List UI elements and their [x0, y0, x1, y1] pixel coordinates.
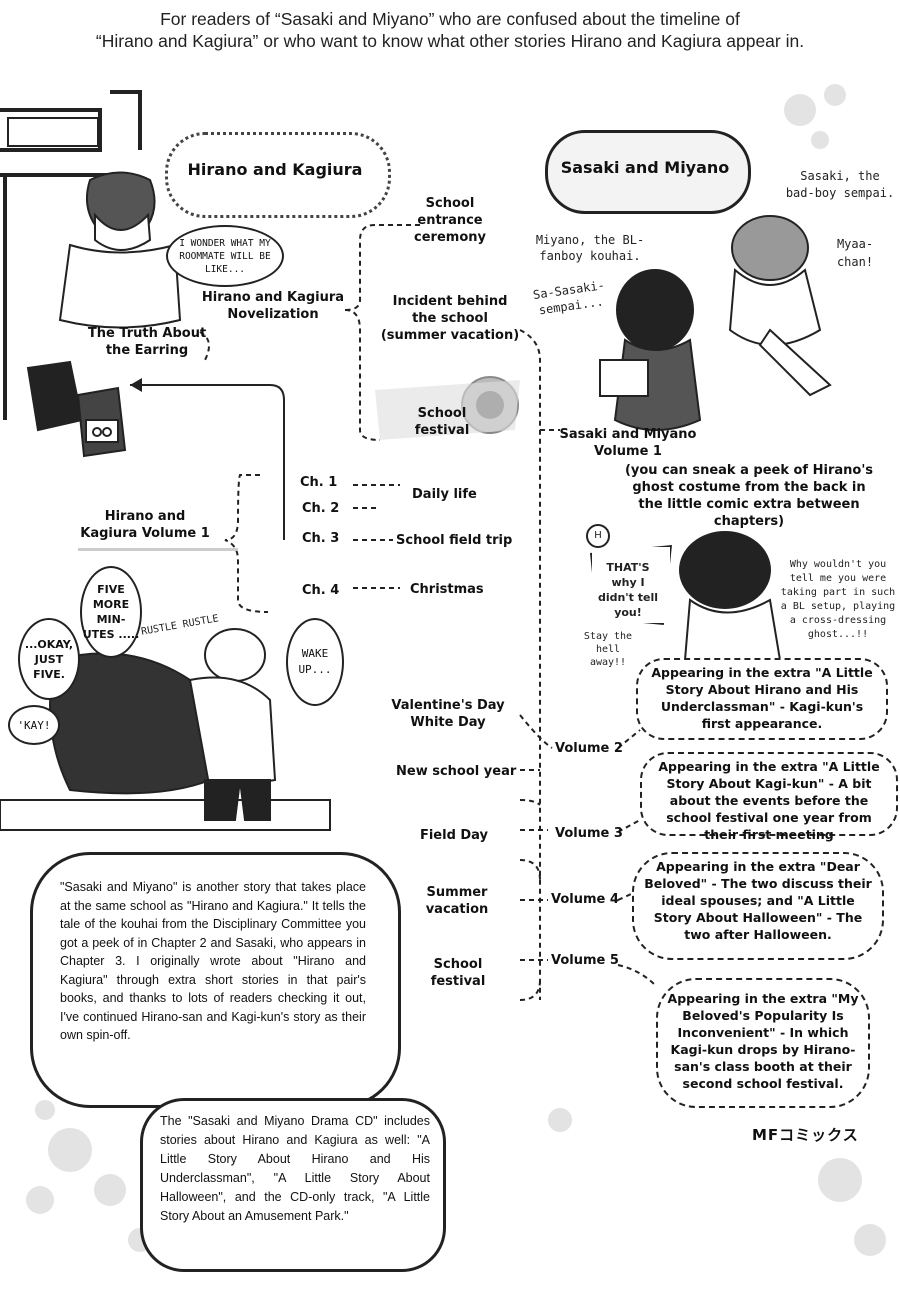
- five-more-minutes-text: FIVE MORE MIN-UTES .....: [82, 583, 140, 641]
- chapter-2-label: Ch. 2: [302, 501, 340, 516]
- gift-box-art: [26, 360, 127, 458]
- okay-just-five-bubble: ...OKAY, JUST FIVE.: [18, 618, 80, 700]
- roommate-thought-text: I WONDER WHAT MY ROOMMATE WILL BE LIKE..…: [179, 237, 271, 275]
- sasaki-figure-art: [728, 215, 832, 397]
- volume-3-extra-box: Appearing in the extra "A Little Story A…: [640, 752, 898, 842]
- volume-5-extra-text: Appearing in the extra "My Beloved's Pop…: [667, 991, 859, 1091]
- myaa-chan-sfx: Myaa-chan!: [836, 237, 874, 269]
- okay-just-five-text: ...OKAY, JUST FIVE.: [24, 637, 74, 681]
- header-line-1: For readers of “Sasaki and Miyano” who a…: [160, 9, 740, 29]
- drama-cd-paragraph: The "Sasaki and Miyano Drama CD" include…: [160, 1114, 430, 1223]
- page-header: For readers of “Sasaki and Miyano” who a…: [20, 8, 880, 52]
- h-badge-text: H: [594, 530, 602, 541]
- sm-volume1-label: Sasaki and Miyano Volume 1: [559, 427, 697, 459]
- event-field-day: Field Day: [419, 828, 489, 843]
- volume-3-label: Volume 3: [555, 826, 623, 841]
- earring-arrow-line: [130, 384, 285, 540]
- volume-5-extra-box: Appearing in the extra "My Beloved's Pop…: [656, 978, 870, 1108]
- event-summer-vacation: Summer vacation: [425, 885, 489, 917]
- volume-2-extra-text: Appearing in the extra "A Little Story A…: [651, 665, 873, 731]
- stay-away-text: Stay the hell away!!: [583, 631, 633, 668]
- event-christmas: Christmas: [410, 582, 484, 597]
- truth-earring-label: The Truth About the Earring: [87, 326, 207, 358]
- publisher-logo: MFコミックス: [752, 1126, 859, 1144]
- volume-2-label: Volume 2: [555, 741, 623, 756]
- drama-cd-frame: [140, 1098, 446, 1272]
- note-paragraph: "Sasaki and Miyano" is another story tha…: [60, 880, 366, 1042]
- volume1-underline: [78, 548, 238, 551]
- window-pane-art: [7, 117, 99, 147]
- event-daily-life: Daily life: [412, 487, 477, 502]
- miyano-angry-art: [679, 531, 782, 661]
- chapter-4-label: Ch. 4: [302, 583, 340, 598]
- kay-bubble: 'KAY!: [8, 705, 60, 745]
- hirano-volume1-label: Hirano and Kagiura Volume 1: [80, 509, 210, 541]
- event-school-festival-2: School festival: [430, 957, 486, 989]
- five-more-minutes-bubble: FIVE MORE MIN-UTES .....: [80, 566, 142, 658]
- hirano-title-frame: [165, 132, 391, 218]
- roommate-thought-bubble: I WONDER WHAT MY ROOMMATE WILL BE LIKE..…: [166, 225, 284, 287]
- event-new-school-year: New school year: [396, 764, 517, 779]
- event-novel-school-festival: School festival: [414, 406, 470, 438]
- thats-why-text: THAT'S why I didn't tell you!: [597, 561, 659, 619]
- flower-decor-art: [26, 84, 886, 1256]
- note-frame: [30, 852, 401, 1108]
- sasaki-title-cloud: [545, 130, 751, 214]
- sasaki-title: Sasaki and Miyano: [560, 158, 730, 177]
- header-line-2: “Hirano and Kagiura” or who want to know…: [95, 31, 805, 51]
- sasaki-character-label: Sasaki, the bad-boy sempai.: [785, 169, 895, 200]
- volume-4-label: Volume 4: [551, 892, 619, 907]
- miyano-character-label: Miyano, the BL-fanboy kouhai.: [535, 233, 645, 263]
- hirano-figure-art: [58, 171, 182, 329]
- volume-4-extra-text: Appearing in the extra "Dear Beloved" - …: [644, 859, 872, 942]
- volume-2-extra-box: Appearing in the extra "A Little Story A…: [636, 658, 888, 740]
- wake-up-bubble: WAKE UP...: [286, 618, 344, 706]
- volume-4-extra-box: Appearing in the extra "Dear Beloved" - …: [632, 852, 884, 960]
- sm-volume1-note: (you can sneak a peek of Hirano's ghost …: [624, 463, 874, 529]
- volume-5-label: Volume 5: [551, 953, 619, 968]
- h-badge: H: [586, 524, 610, 548]
- event-valentines-white-day: Valentine's Day White Day: [391, 698, 505, 730]
- chapter-3-label: Ch. 3: [302, 531, 340, 546]
- earring-arrow-head: [130, 378, 142, 392]
- event-incident-behind-school: Incident behind the school (summer vacat…: [380, 294, 520, 343]
- hirano-title: Hirano and Kagiura: [187, 160, 363, 179]
- sunflower-art: [375, 376, 520, 440]
- window-frame-art: [0, 90, 142, 420]
- timeline-connectors: [519, 329, 656, 1001]
- sleep-scene-art: [0, 628, 331, 831]
- event-school-field-trip: School field trip: [396, 533, 513, 548]
- chapter-1-label: Ch. 1: [300, 475, 338, 490]
- kay-text: 'KAY!: [17, 718, 51, 732]
- volume-3-extra-text: Appearing in the extra "A Little Story A…: [658, 759, 880, 842]
- wake-up-text: WAKE UP...: [298, 647, 332, 676]
- miyano-figure-art: [599, 269, 702, 431]
- novelization-connectors: [199, 224, 420, 613]
- why-wouldnt-text: Why wouldn't you tell me you were taking…: [780, 559, 896, 640]
- event-entrance-ceremony: School entrance ceremony: [414, 196, 486, 245]
- novelization-label: Hirano and Kagiura Novelization: [201, 290, 345, 322]
